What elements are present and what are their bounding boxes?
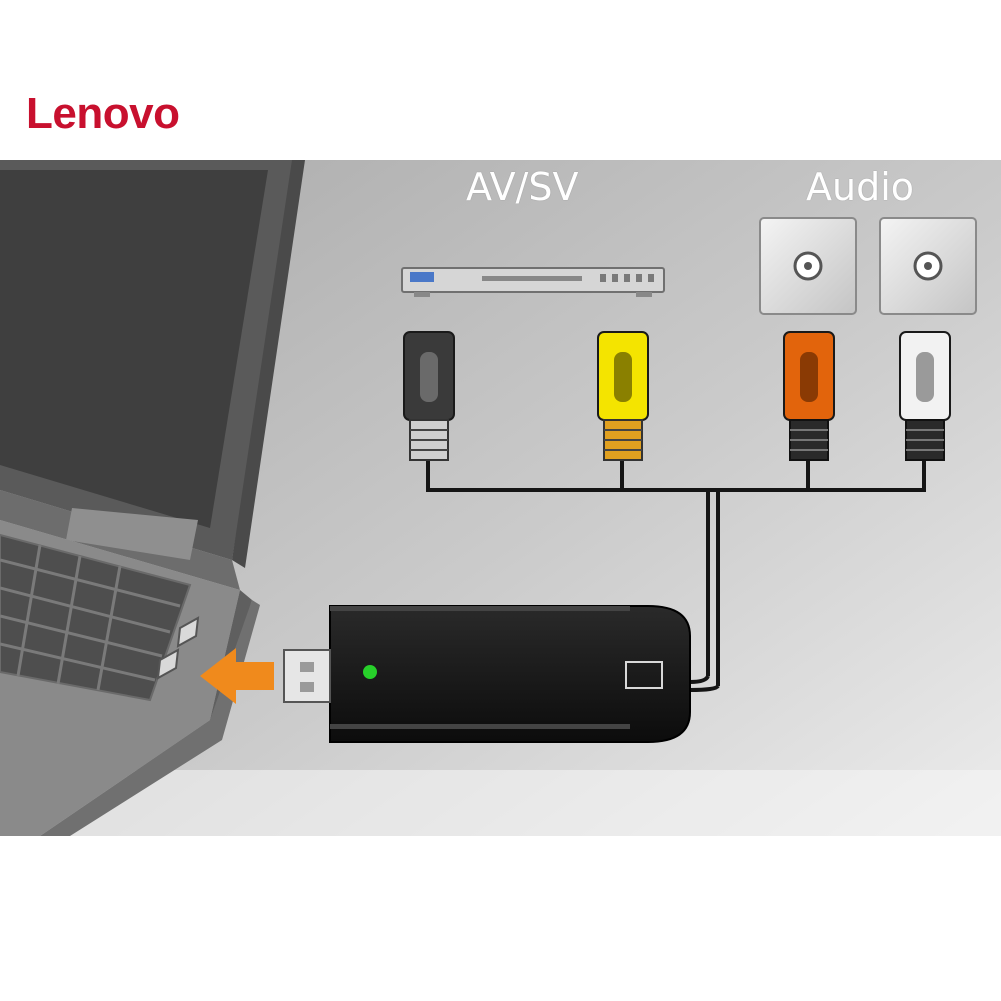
audio-label: Audio — [806, 165, 915, 209]
usb-connector — [283, 649, 331, 703]
keyboard — [0, 533, 192, 702]
rca-audio-connector-right — [899, 331, 951, 461]
usb-capture-device — [329, 605, 691, 743]
cable-harness — [426, 460, 926, 692]
arrow-left-icon — [200, 648, 274, 704]
av-sv-label: AV/SV — [466, 165, 579, 209]
laptop — [0, 160, 305, 836]
laptop-usb-ports — [156, 616, 200, 680]
connection-diagram — [0, 160, 1001, 836]
dvd-player-device — [401, 267, 665, 297]
audio-wall-socket-left — [759, 217, 857, 315]
status-led — [363, 665, 377, 679]
audio-wall-socket-right — [879, 217, 977, 315]
s-video-connector — [403, 331, 455, 461]
rca-composite-connector — [597, 331, 649, 461]
brand-logo: Lenovo — [26, 89, 180, 138]
rca-audio-connector-left — [783, 331, 835, 461]
